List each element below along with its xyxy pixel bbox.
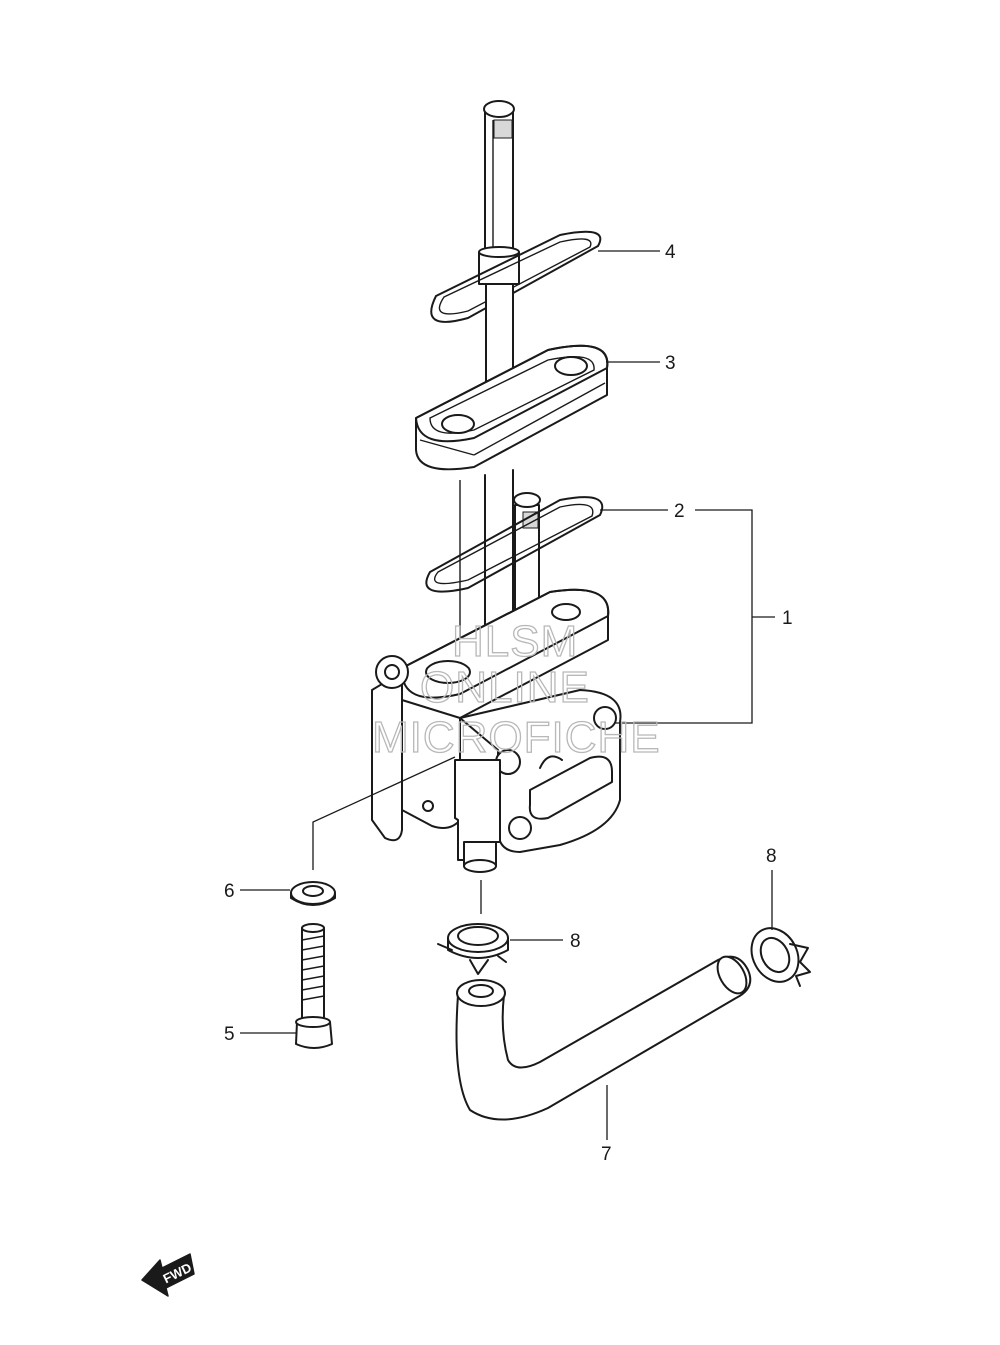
watermark-line-3: MICROFICHE xyxy=(372,713,661,762)
washer-6 xyxy=(290,881,336,906)
watermark-line-2: ONLINE xyxy=(420,663,590,712)
fuel-hose-7 xyxy=(455,955,752,1121)
callout-7: 7 xyxy=(601,1144,612,1165)
o-ring-2 xyxy=(425,496,604,593)
callout-6: 6 xyxy=(224,881,235,902)
callout-8-left: 8 xyxy=(570,931,581,952)
fwd-arrow-icon: FWD xyxy=(141,1253,195,1297)
callout-2: 2 xyxy=(674,501,685,522)
leader-lines xyxy=(240,250,775,1140)
gasket-3 xyxy=(415,344,609,471)
filter-screen xyxy=(478,100,520,285)
hose-clamp-8-left xyxy=(437,923,509,975)
callout-8-right: 8 xyxy=(766,846,777,867)
o-ring-4 xyxy=(430,230,602,323)
fuel-valve-body xyxy=(371,588,622,873)
callout-3: 3 xyxy=(665,353,676,374)
callout-5: 5 xyxy=(224,1024,235,1045)
watermark-line-1: HLSM xyxy=(452,617,578,666)
callout-4: 4 xyxy=(665,242,676,263)
callout-1: 1 xyxy=(782,608,793,629)
hose-clamp-8-right xyxy=(750,927,811,987)
bolt-5 xyxy=(295,923,333,1049)
